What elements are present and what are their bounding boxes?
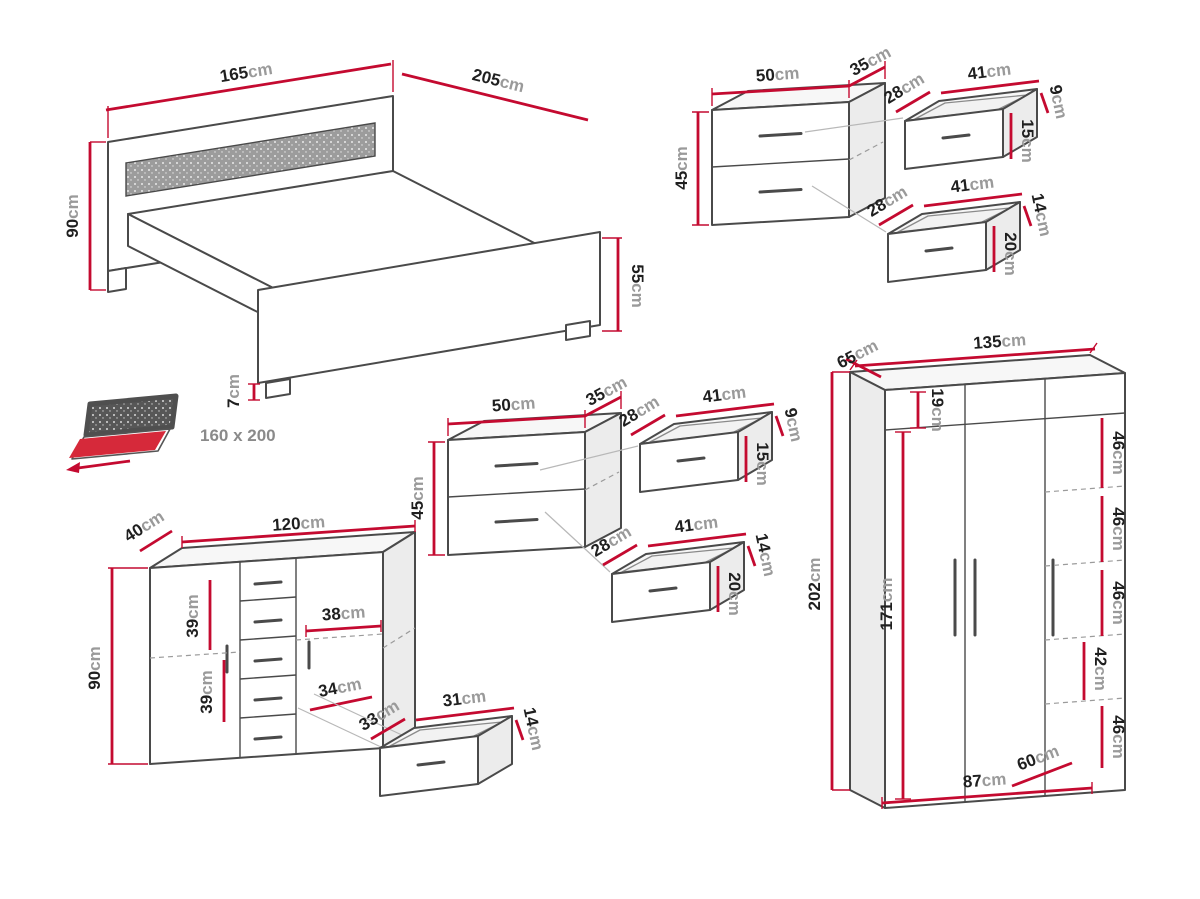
- chest-dimension-lines: [108, 520, 416, 765]
- bed-height-label: 90cm: [63, 194, 82, 238]
- wardrobe-width-label: 135cm: [973, 330, 1027, 353]
- chest-depth-label: 40cm: [121, 507, 168, 546]
- ns1-drawer2-front-label: 14cm: [1028, 192, 1056, 238]
- chest-height-label: 90cm: [85, 646, 104, 690]
- wardrobe-height-label: 202cm: [805, 558, 824, 611]
- ns1-height-label: 45cm: [672, 146, 691, 190]
- ns2-drawer2-width-label: 41cm: [674, 512, 719, 536]
- ns1-drawer1-depth-label: 28cm: [881, 69, 928, 108]
- bed-leg-height-label: 7cm: [224, 374, 243, 408]
- mattress-size-label: 160 x 200: [200, 426, 276, 445]
- icon-mattress: [69, 431, 166, 458]
- ns2-drawer2-height-label: 20cm: [725, 572, 744, 616]
- bed-width-label: 165cm: [219, 59, 274, 86]
- icon-arrow-head: [66, 462, 80, 473]
- ns2-drawer1-height-label: 15cm: [753, 442, 772, 486]
- bed-leg-left: [265, 378, 291, 399]
- ns2-drawer2-drawing: [610, 540, 746, 624]
- wardrobe-shelf5-label: 46cm: [1109, 715, 1128, 759]
- ns2-drawer2-front-label: 14cm: [752, 532, 780, 578]
- ns2-drawer1-width-label: 41cm: [702, 382, 747, 406]
- nightstand-2-group: 50cm 35cm 45cm 28cm 41cm 9cm 15cm 28cm 4…: [408, 373, 807, 624]
- ns1-drawer2-height-label: 20cm: [1001, 232, 1020, 276]
- ns2-width-label: 50cm: [491, 394, 536, 416]
- bed-headboard-leg: [107, 267, 127, 293]
- chest-upper-inner-label: 39cm: [183, 594, 202, 638]
- ns2-drawer1-drawing: [638, 410, 774, 494]
- wardrobe-shelf4-label: 42cm: [1091, 647, 1110, 691]
- bed-headboard-inset: [125, 122, 376, 197]
- nightstand-1-group: 50cm 35cm 45cm 28cm 41cm 9cm 15cm 28cm 4…: [672, 43, 1072, 284]
- chest-drawer-height-label: 14cm: [520, 706, 548, 752]
- chest-drawing: [149, 531, 416, 765]
- chest-width-label: 120cm: [272, 512, 326, 535]
- ns2-drawer1-front-label: 9cm: [781, 406, 807, 443]
- ns1-drawer1-front-label: 9cm: [1046, 83, 1072, 120]
- wardrobe-top-shelf-label: 19cm: [928, 388, 947, 432]
- wardrobe-shelf2-label: 46cm: [1109, 507, 1128, 551]
- wardrobe-shelf3-label: 46cm: [1109, 581, 1128, 625]
- nightstand-2-drawing: [446, 411, 623, 557]
- bed-footboard: [257, 231, 601, 384]
- ns1-drawer1-drawing: [903, 87, 1039, 171]
- chest-inner-drawer-width-label: 34cm: [317, 674, 363, 701]
- ns1-drawer2-width-label: 41cm: [950, 172, 995, 196]
- mattress-size-icon: [66, 393, 179, 473]
- ns1-drawer1-height-label: 15cm: [1018, 119, 1037, 163]
- ns2-drawer1-depth-label: 28cm: [616, 392, 663, 431]
- bed-footboard-height-label: 55cm: [628, 264, 647, 308]
- chest-drawer-group: 33cm 31cm 14cm: [297, 686, 548, 798]
- ns1-drawer1-width-label: 41cm: [967, 59, 1012, 83]
- wardrobe-inner-height-label: 171cm: [877, 578, 896, 631]
- icon-headboard: [83, 393, 179, 438]
- chest-shelf-width-label: 38cm: [321, 603, 366, 625]
- wardrobe-shelf1-label: 46cm: [1109, 431, 1128, 475]
- wardrobe-front: [884, 372, 1126, 809]
- wardrobe-dimension-lines: [830, 342, 1104, 809]
- ns1-drawer2-drawing: [886, 200, 1022, 284]
- nightstand-1-drawing: [710, 81, 887, 227]
- bed-drawing: [107, 95, 601, 399]
- icon-arrow-line: [77, 459, 131, 470]
- bed-leg-right: [565, 320, 591, 341]
- chest-drawer-width-label: 31cm: [442, 686, 487, 710]
- wardrobe-inner-width-label: 87cm: [962, 770, 1007, 792]
- ns2-height-label: 45cm: [408, 476, 427, 520]
- chest-lower-inner-label: 39cm: [197, 670, 216, 714]
- ns1-width-label: 50cm: [755, 64, 800, 86]
- bed-dimension-lines: [88, 60, 622, 401]
